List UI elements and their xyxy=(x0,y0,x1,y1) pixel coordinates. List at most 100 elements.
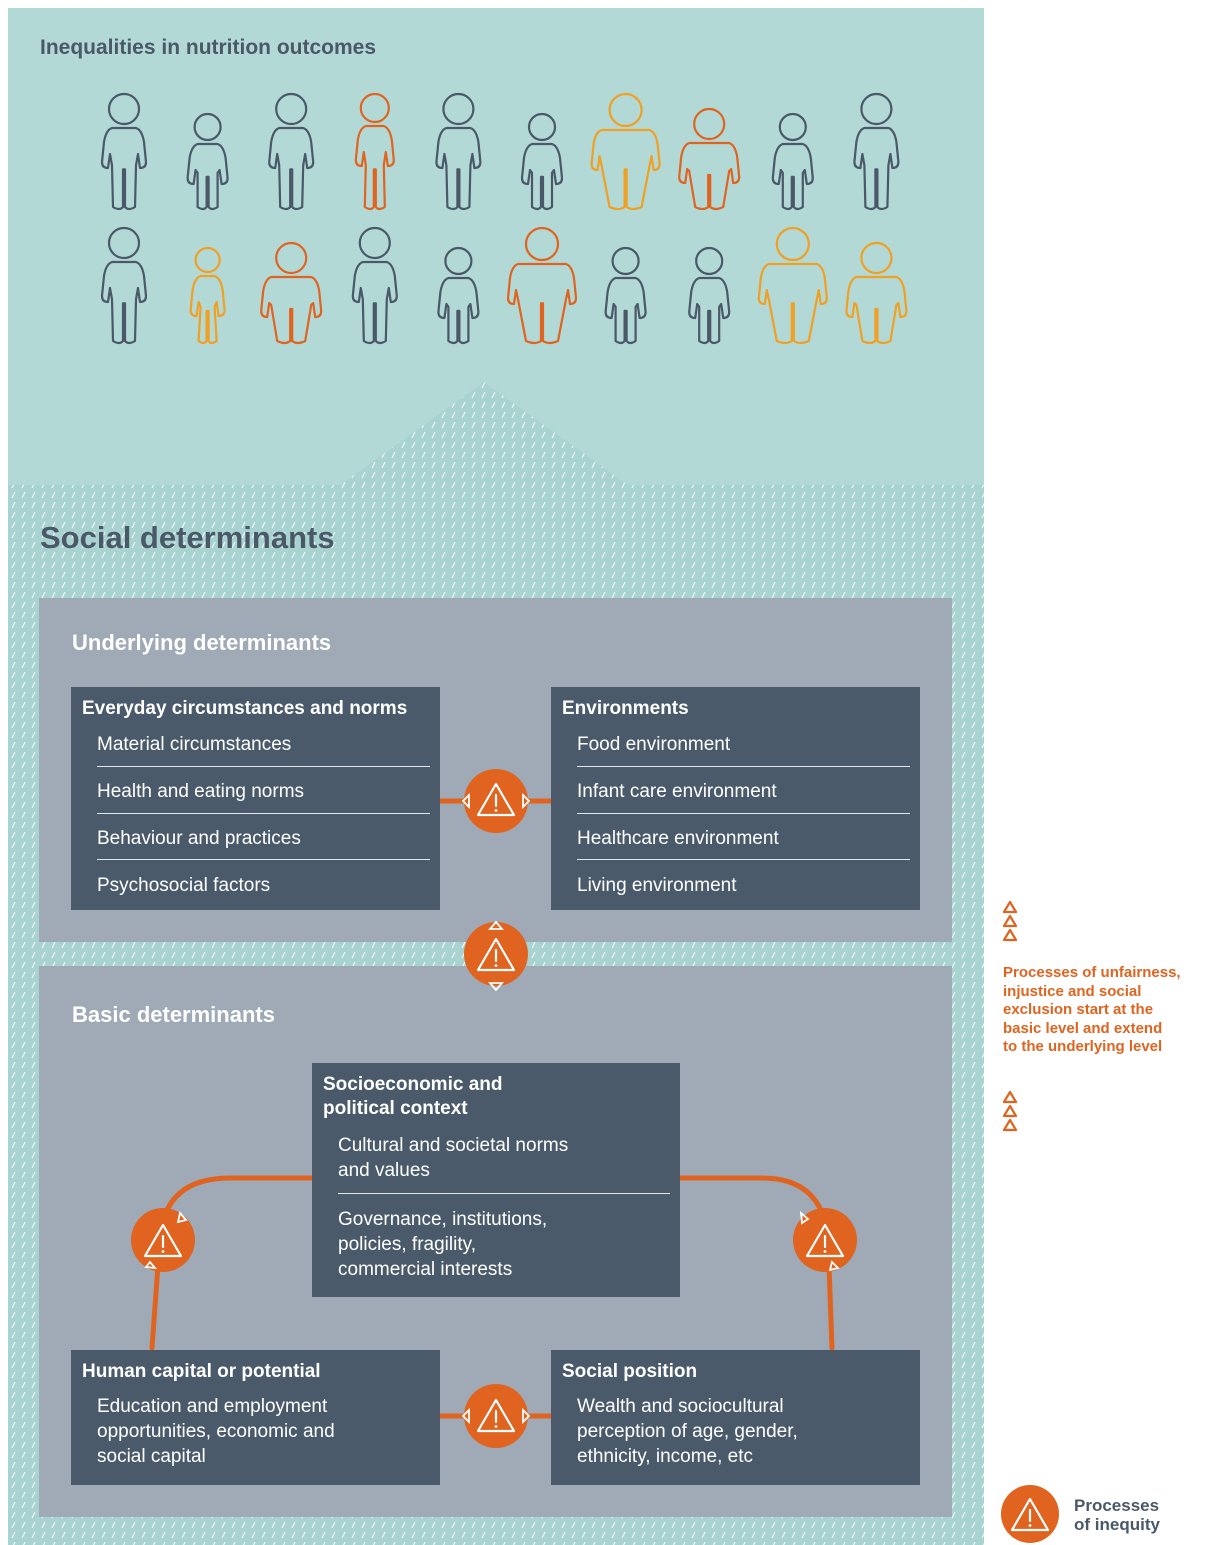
note-line: injustice and social xyxy=(1003,982,1142,1000)
note-line: exclusion start at the xyxy=(1003,1001,1154,1018)
social-position-text: Wealth and sociocultural perception of a… xyxy=(577,1394,910,1469)
arrow-right-icon xyxy=(522,1407,531,1425)
socioeconomic-item-1: Cultural and societal norms and values xyxy=(338,1133,670,1183)
upward-chevrons-top xyxy=(1002,900,1018,942)
inequity-badge-bottom xyxy=(461,1384,531,1448)
arrow-up-icon xyxy=(488,920,504,930)
person-figure xyxy=(354,92,395,211)
inequity-badge-vertical xyxy=(464,920,528,992)
text-line: Governance, institutions, xyxy=(338,1209,548,1230)
text-line: social capital xyxy=(97,1446,206,1467)
socioeconomic-item-2: Governance, institutions, policies, frag… xyxy=(338,1207,670,1282)
environments-box: Environments Food environment Infant car… xyxy=(551,687,920,910)
human-capital-box: Human capital or potential Education and… xyxy=(71,1350,440,1485)
inequity-badge-underlying xyxy=(461,769,531,833)
chevron-up-icon xyxy=(1002,1104,1018,1118)
person-figure xyxy=(506,226,578,345)
underlying-title: Underlying determinants xyxy=(72,630,332,655)
person-figure xyxy=(100,226,148,345)
arrow-icon xyxy=(176,1211,188,1224)
everyday-item: Psychosocial factors xyxy=(97,875,271,896)
divider xyxy=(97,859,430,860)
side-note: Processes of unfairness, injustice and s… xyxy=(1003,964,1211,1057)
divider xyxy=(97,766,430,767)
environments-item: Infant care environment xyxy=(577,781,777,802)
text-line: Education and employment xyxy=(97,1396,328,1417)
environments-item: Healthcare environment xyxy=(577,828,779,849)
everyday-item: Material circumstances xyxy=(97,734,292,755)
arrow-right-icon xyxy=(522,792,531,810)
person-figure xyxy=(186,112,229,211)
text-line: commercial interests xyxy=(338,1259,513,1280)
arrow-icon xyxy=(828,1260,840,1272)
title-line: Socioeconomic and xyxy=(323,1074,503,1095)
socioeconomic-title: Socioeconomic and political context xyxy=(323,1073,502,1121)
chevron-up-icon xyxy=(1002,1118,1018,1132)
text-line: ethnicity, income, etc xyxy=(577,1446,754,1467)
legend-line: of inequity xyxy=(1074,1515,1160,1534)
person-figure xyxy=(688,246,731,345)
text-line: Wealth and sociocultural xyxy=(577,1396,784,1417)
person-figure xyxy=(590,92,661,211)
everyday-box: Everyday circumstances and norms Materia… xyxy=(71,687,440,910)
social-position-title: Social position xyxy=(562,1361,698,1382)
text-line: Cultural and societal norms xyxy=(338,1135,569,1156)
person-figure xyxy=(757,226,828,345)
inequity-badge-right xyxy=(793,1208,857,1272)
person-figure xyxy=(268,92,315,211)
text-line: policies, fragility, xyxy=(338,1234,476,1255)
divider xyxy=(577,813,910,814)
chevron-up-icon xyxy=(1002,1090,1018,1104)
person-figure xyxy=(437,246,480,345)
upward-chevrons-bottom xyxy=(1002,1090,1018,1132)
arrow-left-icon xyxy=(461,792,470,810)
divider xyxy=(338,1193,670,1194)
divider xyxy=(577,859,910,860)
arrow-down-icon xyxy=(488,982,504,992)
divider xyxy=(577,766,910,767)
inequity-badge-left xyxy=(131,1208,195,1272)
outcomes-title: Inequalities in nutrition outcomes xyxy=(40,36,377,59)
chevron-up-icon xyxy=(1002,914,1018,928)
person-figure xyxy=(100,92,148,211)
title-line: political context xyxy=(323,1098,468,1119)
social-determinants-title: Social determinants xyxy=(40,520,335,555)
arrow-icon xyxy=(144,1260,158,1270)
environments-item: Food environment xyxy=(577,734,731,755)
note-line: to the underlying level xyxy=(1003,1038,1163,1055)
legend-line: Processes xyxy=(1074,1496,1160,1515)
everyday-item: Health and eating norms xyxy=(97,781,305,802)
person-figure xyxy=(853,92,900,211)
environments-title: Environments xyxy=(562,698,689,719)
human-capital-title: Human capital or potential xyxy=(82,1361,321,1382)
legend-badge xyxy=(1001,1485,1059,1543)
note-line: Processes of unfairness, xyxy=(1003,964,1181,981)
text-line: perception of age, gender, xyxy=(577,1421,798,1442)
figures-layer xyxy=(100,92,908,345)
human-capital-text: Education and employment opportunities, … xyxy=(97,1394,430,1469)
person-figure xyxy=(604,246,647,345)
environments-item: Living environment xyxy=(577,875,737,896)
legend-label: Processes of inequity xyxy=(1074,1496,1160,1534)
person-figure xyxy=(260,241,323,345)
everyday-item: Behaviour and practices xyxy=(97,828,301,849)
person-figure xyxy=(189,246,226,345)
chevron-up-icon xyxy=(1002,900,1018,914)
divider xyxy=(97,813,430,814)
basic-title: Basic determinants xyxy=(72,1002,275,1027)
person-figure xyxy=(771,112,814,211)
social-position-box: Social position Wealth and sociocultural… xyxy=(551,1350,920,1485)
note-line: basic level and extend xyxy=(1003,1019,1163,1037)
person-figure xyxy=(435,92,482,211)
person-figure xyxy=(351,226,398,345)
everyday-title: Everyday circumstances and norms xyxy=(82,698,408,719)
arrow-icon xyxy=(799,1210,810,1225)
person-figure xyxy=(845,241,908,345)
chevron-up-icon xyxy=(1002,928,1018,942)
person-figure xyxy=(678,107,741,211)
text-line: opportunities, economic and xyxy=(97,1421,335,1442)
arrow-left-icon xyxy=(461,1407,470,1425)
text-line: and values xyxy=(338,1160,430,1181)
socioeconomic-box: Socioeconomic and political context Cult… xyxy=(312,1063,680,1297)
